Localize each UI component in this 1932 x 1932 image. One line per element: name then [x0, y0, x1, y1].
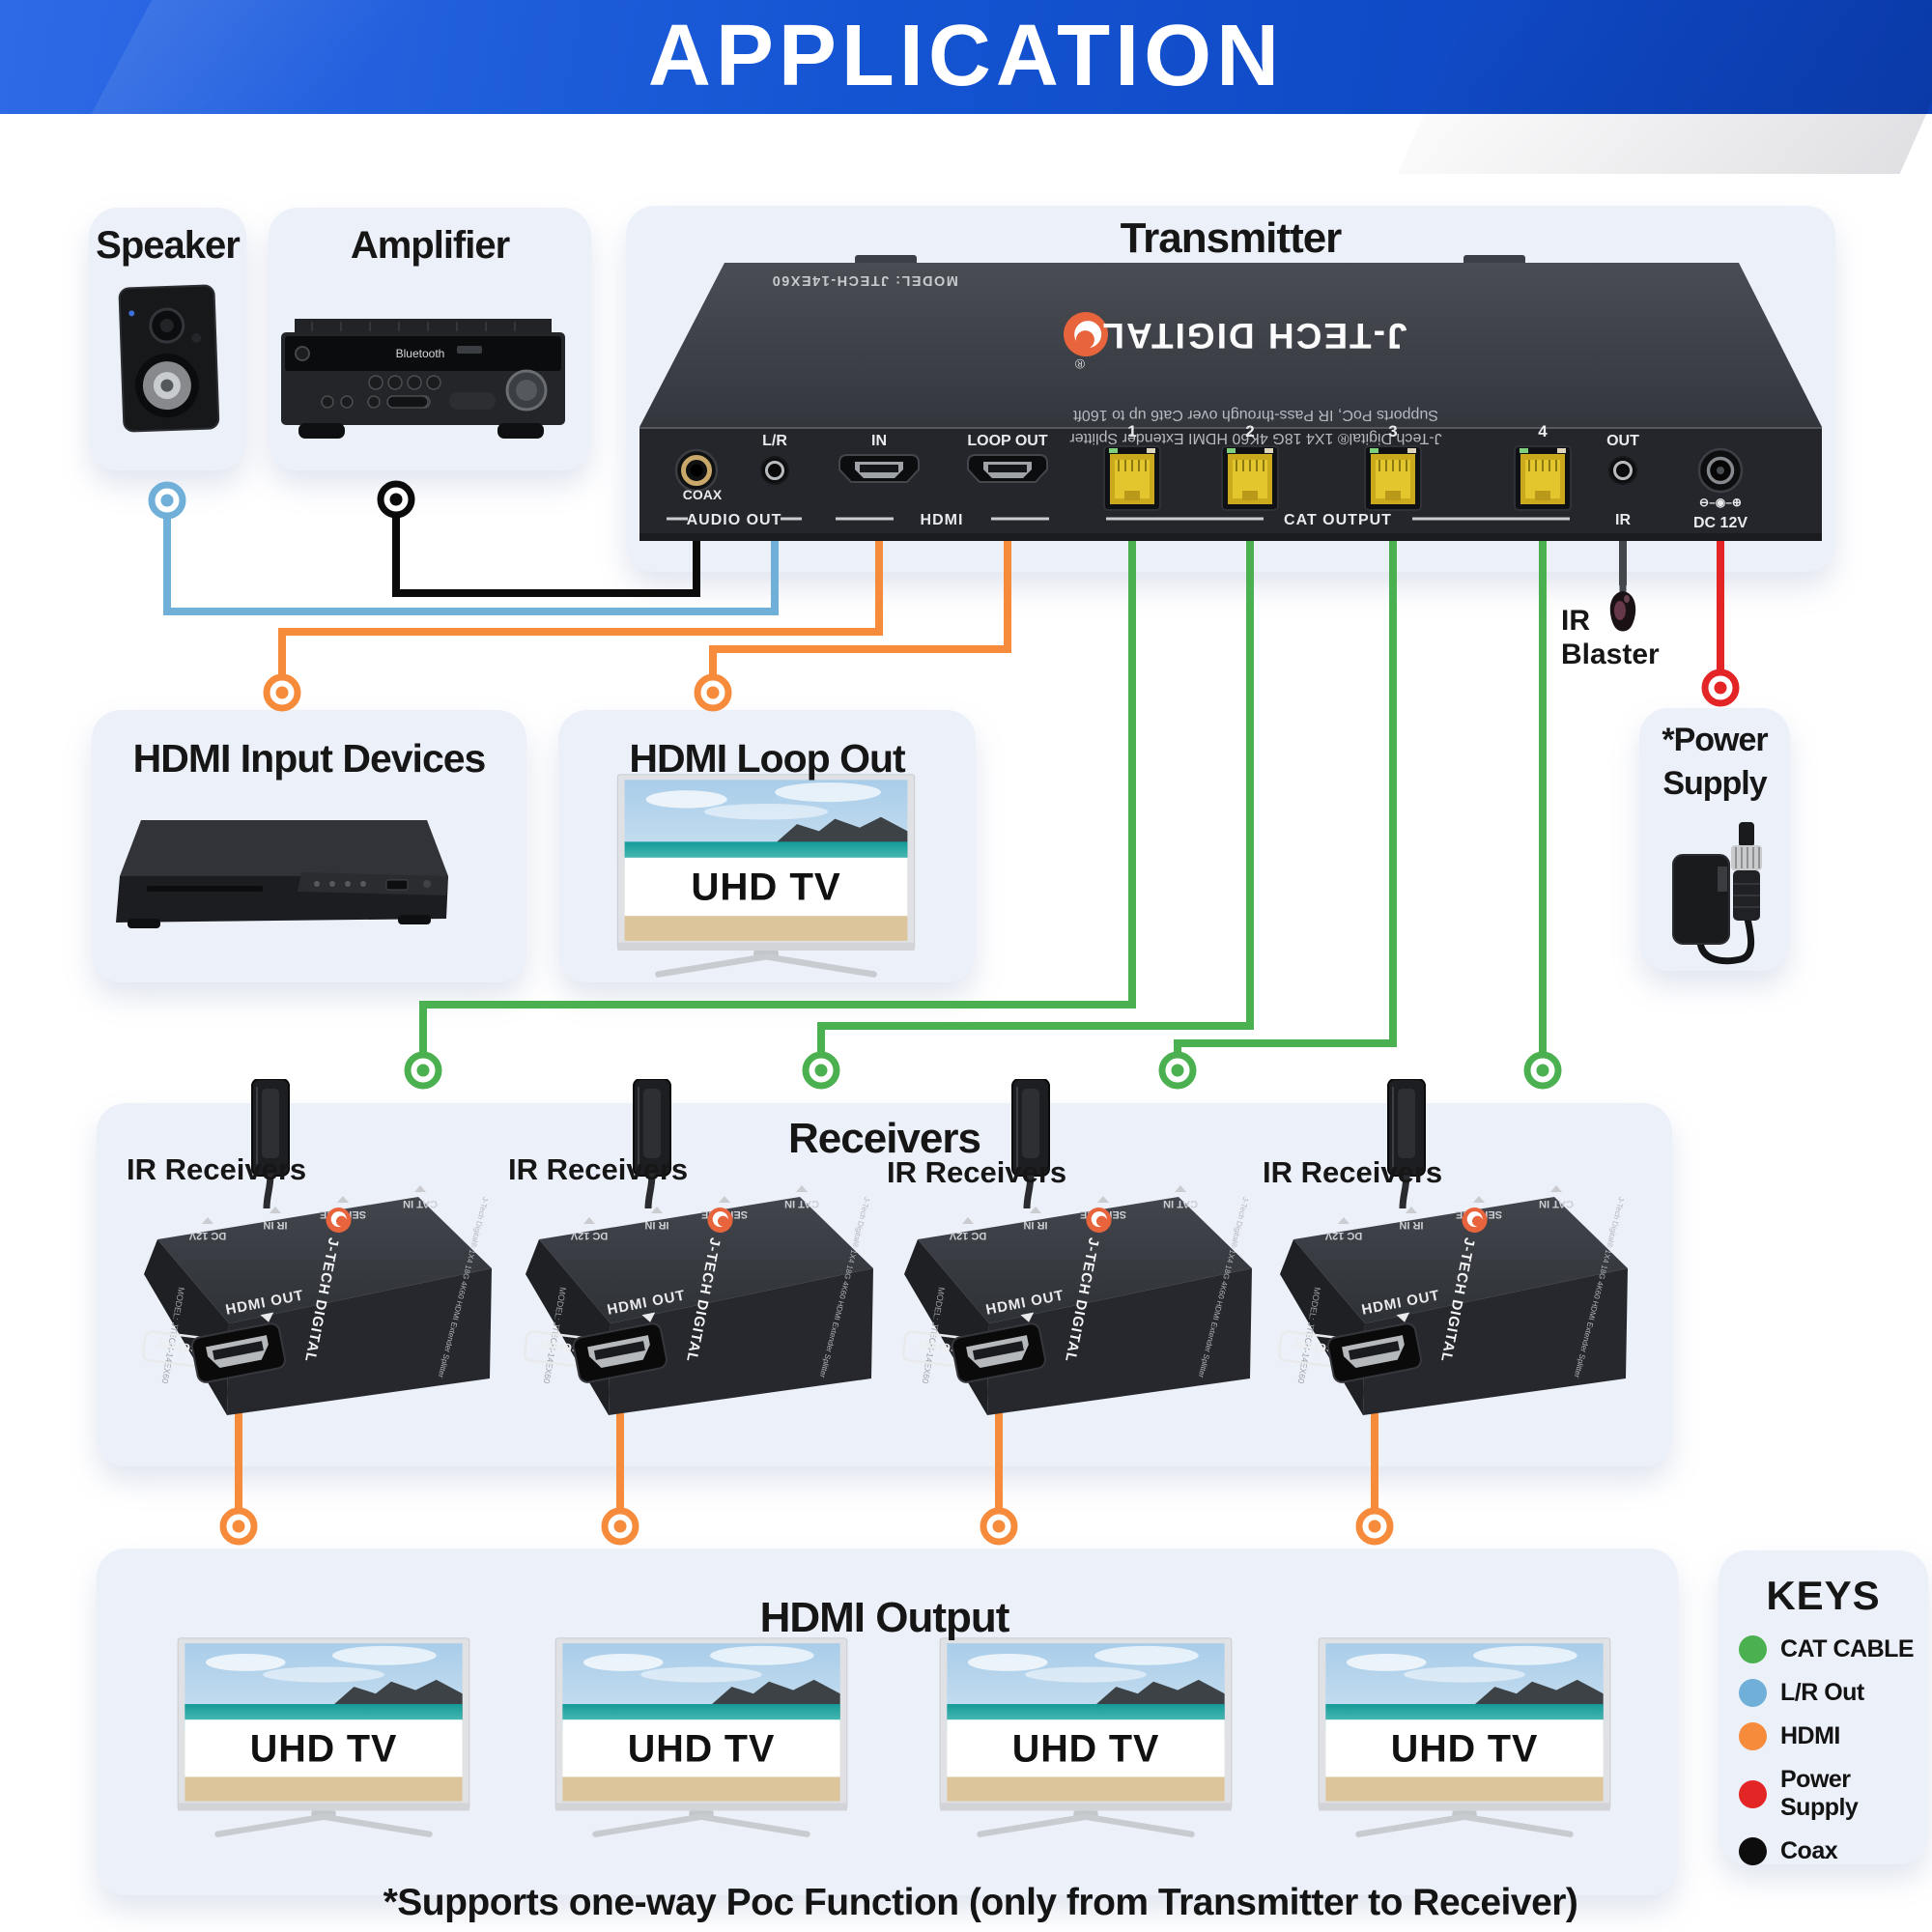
- connector-dot-cat2: [802, 1051, 840, 1090]
- legend-item-lr-out: L/R Out: [1739, 1679, 1932, 1707]
- wire-cat3: [1174, 533, 1397, 1053]
- hdmi-output-title: HDMI Output: [759, 1594, 1010, 1641]
- ir-receivers-label-4: IR Receivers: [1263, 1155, 1443, 1189]
- hdmi-input-title: HDMI Input Devices: [132, 736, 487, 781]
- power-title-line2: Supply: [1662, 765, 1767, 802]
- amplifier-title: Amplifier: [350, 224, 510, 267]
- connector-dot-cat1: [404, 1051, 442, 1090]
- ir-blaster-label-line2: Blaster: [1561, 638, 1660, 670]
- legend-label: HDMI: [1780, 1722, 1840, 1749]
- ir-receivers-label-1: IR Receivers: [127, 1152, 307, 1186]
- connector-dot-tv1: [219, 1507, 258, 1546]
- hdmi-loop-title: HDMI Loop Out: [629, 736, 905, 781]
- lr-out-color-dot: [1739, 1679, 1767, 1707]
- footer-note: *Supports one-way Poc Function (only fro…: [383, 1882, 1578, 1923]
- connector-dot-tv3: [980, 1507, 1018, 1546]
- connector-dot-lr: [148, 481, 186, 520]
- hdmi-color-dot: [1739, 1722, 1767, 1750]
- connector-dot-tv2: [601, 1507, 639, 1546]
- power-title-line1: *Power: [1662, 722, 1768, 758]
- coax-color-dot: [1739, 1837, 1767, 1865]
- page-title: APPLICATION: [647, 8, 1285, 104]
- speaker-title: Speaker: [96, 224, 241, 267]
- connector-dot-hdmi-in: [263, 673, 301, 712]
- legend-item-power-supply: Power Supply: [1739, 1766, 1932, 1822]
- legend-items: CAT CABLE L/R Out HDMI Power Supply Coax: [1739, 1635, 1932, 1865]
- power-supply-color-dot: [1739, 1779, 1767, 1808]
- connector-dot-hdmi-loop: [694, 673, 732, 712]
- connector-dot-power: [1701, 668, 1740, 707]
- cat-cable-color-dot: [1739, 1635, 1767, 1663]
- legend-item-hdmi: HDMI: [1739, 1722, 1932, 1750]
- connector-dot-tv4: [1355, 1507, 1394, 1546]
- connector-dot-coax: [377, 480, 415, 519]
- legend-label: L/R Out: [1780, 1679, 1864, 1706]
- legend-item-cat-cable: CAT CABLE: [1739, 1635, 1932, 1663]
- ir-receivers-label-3: IR Receivers: [887, 1155, 1067, 1189]
- keys-box: [1719, 1550, 1928, 1864]
- connector-dot-cat4: [1523, 1051, 1562, 1090]
- legend-item-coax: Coax: [1739, 1837, 1932, 1865]
- transmitter-title: Transmitter: [1120, 214, 1343, 262]
- ir-blaster-label-line1: IR: [1561, 605, 1590, 637]
- legend-label: Power Supply: [1780, 1766, 1859, 1821]
- banner: APPLICATION: [0, 0, 1932, 174]
- connector-dot-cat3: [1158, 1051, 1197, 1090]
- legend-label: Coax: [1780, 1837, 1838, 1864]
- ir-receivers-label-2: IR Receivers: [508, 1152, 689, 1186]
- legend-label: CAT CABLE: [1780, 1635, 1915, 1662]
- keys-title: KEYS: [1766, 1573, 1881, 1618]
